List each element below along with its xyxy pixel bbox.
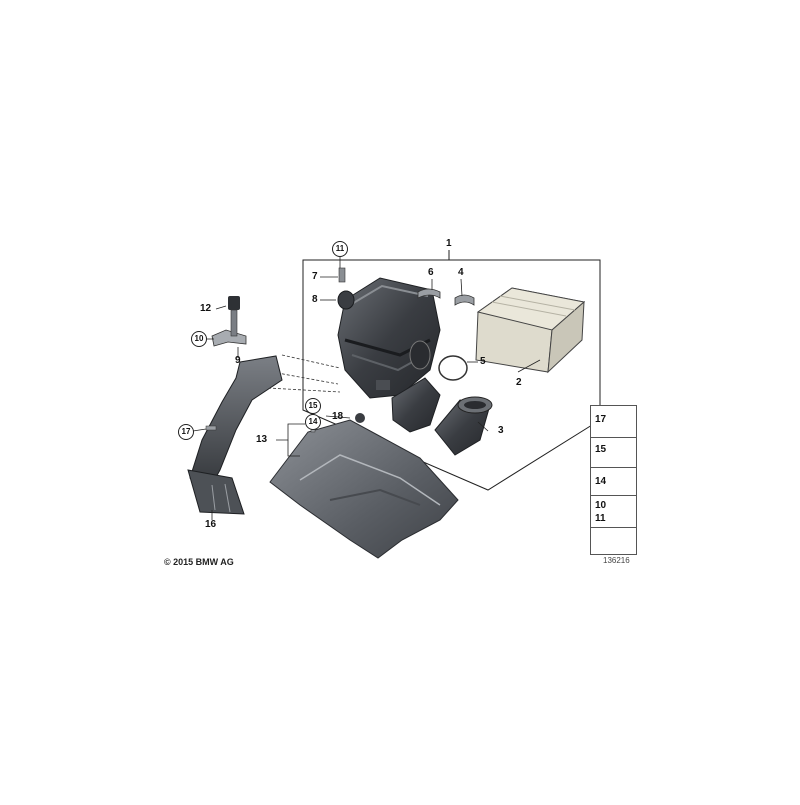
bolt-7-icon [338,267,346,283]
callout-3: 3 [498,425,504,436]
grommet-18-icon [355,413,365,423]
legend-divider [591,495,636,496]
seal-ring-icon [438,355,468,381]
callout-14: 14 [305,414,321,430]
legend-11: 11 [595,513,606,524]
intake-snorkel-icon [391,377,441,433]
callout-13: 13 [256,434,268,445]
legend-10: 10 [595,500,607,511]
callout-6: 6 [428,267,434,278]
grommet-8-icon [337,290,355,310]
legend-14: 14 [595,476,607,487]
callout-5: 5 [480,356,486,367]
connector-lines [267,354,341,393]
bracket-icon [211,296,247,347]
callout-16: 16 [205,519,217,530]
legend-divider [591,437,636,438]
filter-element-icon [475,287,586,374]
callout-1: 1 [446,238,452,249]
legend-divider [591,527,636,528]
clip-6-icon [417,288,441,299]
callout-11: 11 [332,241,348,257]
parts-legend: 17 15 14 10 11 [590,405,637,555]
screw-17-icon [205,425,217,431]
copyright-text: © 2015 BMW AG [164,557,234,567]
callout-10: 10 [191,331,207,347]
callout-12: 12 [200,303,212,314]
callout-18: 18 [332,411,344,422]
leader-lines [192,257,541,520]
group-frame-1 [302,250,601,491]
callout-7: 7 [312,271,318,282]
intake-pipe-icon [434,396,493,456]
clip-4-icon [454,294,475,306]
callout-17: 17 [178,424,194,440]
diagram-reference: 136216 [603,556,630,565]
callout-8: 8 [312,294,318,305]
legend-divider [591,467,636,468]
legend-17: 17 [595,414,607,425]
legend-15: 15 [595,444,607,455]
callout-4: 4 [458,267,464,278]
callout-9: 9 [235,355,241,366]
callout-2: 2 [516,377,522,388]
intake-duct-icon [187,355,283,515]
cover-panel-icon [269,419,459,559]
air-filter-housing-icon [337,277,441,399]
callout-15: 15 [305,398,321,414]
